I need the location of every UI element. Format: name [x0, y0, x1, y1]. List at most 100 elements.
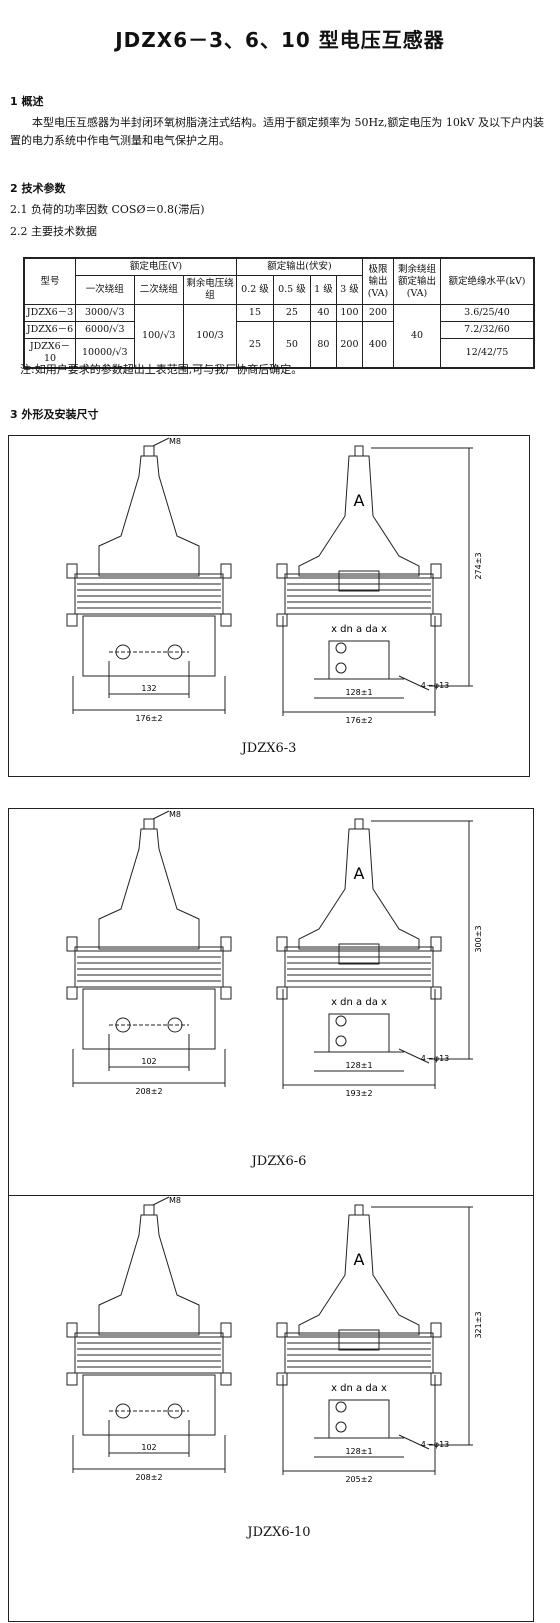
- corner-bolt: [220, 936, 232, 952]
- th-insulation: 额定绝缘水平(kV): [440, 257, 535, 305]
- th-output: 额定输出(伏安): [236, 257, 363, 276]
- corner-bolt: [220, 1322, 232, 1338]
- top-terminal: [354, 1204, 364, 1216]
- top-terminal: [354, 818, 364, 830]
- corner-bolt: [276, 1322, 288, 1338]
- th-class-02: 0.2 级: [236, 275, 274, 305]
- dim-width-side: 176±2: [345, 716, 372, 725]
- terminal-letter-label: A: [354, 1250, 365, 1269]
- core-block: [284, 1332, 434, 1374]
- th-primary: 一次绕组: [75, 275, 135, 305]
- corner-bolt: [430, 936, 442, 952]
- corner-bolt: [276, 936, 288, 952]
- corner-bolt: [66, 936, 78, 952]
- table-note: 注:如用户要求的参数超出上表范围,可与我厂协商后确定。: [20, 363, 303, 376]
- base-box: [82, 1374, 216, 1436]
- dim-height: 321±3: [474, 1311, 483, 1338]
- spec-item-power-factor: 2.1 负荷的功率因数 COSØ＝0.8(滞后): [10, 203, 205, 216]
- dim-holes: 4－φ13: [421, 681, 450, 690]
- dim-height: 300±3: [474, 925, 483, 952]
- dim-holes: 4－φ13: [421, 1054, 450, 1063]
- terminal-stud: [335, 1035, 347, 1047]
- section1-heading: 1 概述: [10, 95, 44, 108]
- drawing-caption: JDZX6-10: [247, 1525, 311, 1540]
- th-residual-output: 剩余绕组额定输出(VA): [393, 257, 441, 305]
- bolt-label: M8: [169, 437, 181, 446]
- terminal-stud: [335, 1421, 347, 1433]
- th-secondary: 二次绕组: [133, 275, 185, 305]
- terminal-marks-label: x dn a da x: [331, 624, 387, 635]
- dim-depth: 128±1: [345, 1061, 372, 1070]
- bolt-label: M8: [169, 810, 181, 819]
- insulator-side: [298, 455, 420, 577]
- dim-hole-spacing: 102: [141, 1443, 156, 1452]
- dim-width-front: 208±2: [135, 1473, 162, 1482]
- clamp: [338, 570, 380, 592]
- corner-bolt: [66, 1322, 78, 1338]
- dim-depth: 128±1: [345, 688, 372, 697]
- spec-table: 型号 额定电压(V) 额定输出(伏安) 极限输出(VA) 剩余绕组额定输出(VA…: [23, 257, 535, 369]
- top-terminal: [143, 445, 155, 457]
- terminal-stud: [335, 662, 347, 674]
- terminal-box: [328, 1399, 390, 1439]
- dim-hole-spacing: 132: [141, 684, 156, 693]
- top-terminal: [354, 445, 364, 457]
- drawing-caption: JDZX6-3: [241, 741, 297, 756]
- core-block: [74, 1332, 224, 1374]
- terminal-stud: [335, 1015, 347, 1027]
- section2-heading: 2 技术参数: [10, 182, 66, 195]
- corner-bolt: [430, 1372, 442, 1386]
- drawing-caption: JDZX6-6: [251, 1154, 307, 1169]
- leader-line: [152, 437, 170, 447]
- insulator-body: [98, 1214, 200, 1336]
- table-row: JDZX6－10 10000/√3 12/42/75: [23, 338, 535, 369]
- dim-width-front: 208±2: [135, 1087, 162, 1096]
- terminal-stud: [335, 642, 347, 654]
- dim-holes: 4－φ13: [421, 1440, 450, 1449]
- terminal-stud: [335, 1401, 347, 1413]
- insulator-side: [298, 828, 420, 950]
- base-box: [82, 615, 216, 677]
- corner-bolt: [66, 1372, 78, 1386]
- th-residual: 剩余电压绕组: [183, 275, 237, 305]
- th-class-05: 0.5 级: [272, 275, 311, 305]
- bolt-label: M8: [169, 1196, 181, 1205]
- core-block: [74, 946, 224, 988]
- th-voltage: 额定电压(V): [75, 257, 237, 276]
- top-terminal: [143, 1204, 155, 1216]
- leader-line: [152, 810, 170, 820]
- corner-bolt: [66, 563, 78, 579]
- terminal-box: [328, 640, 390, 680]
- terminal-letter-label: A: [354, 864, 365, 883]
- table-row: JDZX6－6 6000/√3 25 50 80 200 400 7.2/32/…: [23, 321, 535, 369]
- core-block: [284, 573, 434, 615]
- top-terminal: [143, 818, 155, 830]
- divider: [9, 1195, 533, 1196]
- corner-bolt: [430, 986, 442, 1000]
- corner-bolt: [220, 563, 232, 579]
- th-class-3: 3 级: [335, 275, 364, 305]
- dim-width-side: 193±2: [345, 1089, 372, 1098]
- dim-hole-spacing: 102: [141, 1057, 156, 1066]
- th-model: 型号: [23, 257, 76, 305]
- corner-bolt: [66, 986, 78, 1000]
- insulator-side: [298, 1214, 420, 1336]
- corner-bolt: [276, 986, 288, 1000]
- dim-depth: 128±1: [345, 1447, 372, 1456]
- core-block: [74, 573, 224, 615]
- corner-bolt: [430, 1322, 442, 1338]
- leader-line: [398, 675, 430, 691]
- clamp: [338, 943, 380, 965]
- corner-bolt: [276, 563, 288, 579]
- th-class-1: 1 级: [309, 275, 337, 305]
- terminal-letter-label: A: [354, 491, 365, 510]
- section1-text: 本型电压互感器为半封闭环氧树脂浇注式结构。适用于额定频率为 50Hz,额定电压为…: [10, 116, 544, 147]
- core-block: [284, 946, 434, 988]
- corner-bolt: [276, 613, 288, 627]
- corner-bolt: [276, 1372, 288, 1386]
